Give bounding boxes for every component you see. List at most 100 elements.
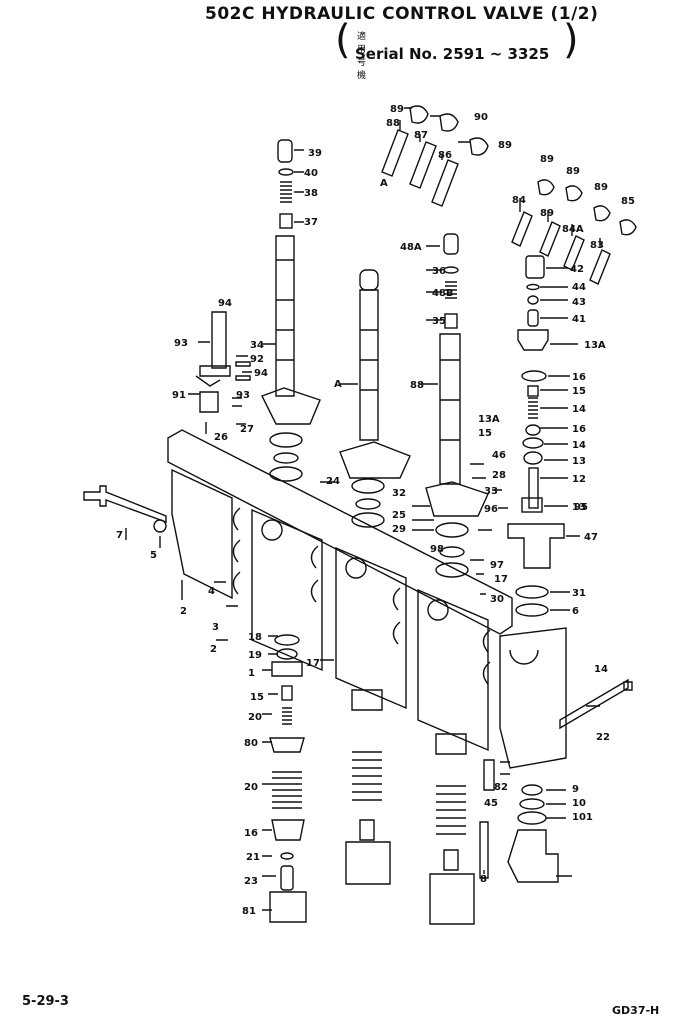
part-36-icon <box>525 424 541 436</box>
end-housing-3-icon <box>171 468 233 600</box>
plug-82-icon <box>483 759 495 791</box>
seal-24-icon <box>435 522 469 538</box>
link-91-92-icon <box>199 391 242 413</box>
callout-9: 9 <box>572 784 579 795</box>
lever-88-icon <box>195 311 231 387</box>
callout-89: 89 <box>566 166 580 177</box>
callout-40: 40 <box>304 168 318 179</box>
callout-14: 14 <box>572 404 586 415</box>
retainer-20b-icon <box>271 819 305 841</box>
callout-80: 80 <box>244 738 258 749</box>
bolt-6-icon <box>83 485 167 524</box>
callout-14: 14 <box>572 440 586 451</box>
callout-89: 89 <box>594 182 608 193</box>
diagram-linework <box>83 105 637 925</box>
callout-2: 2 <box>180 606 187 617</box>
stem-21-icon <box>280 865 294 891</box>
caps-89-group-icon <box>537 179 637 236</box>
spring-15-right-icon <box>445 281 457 299</box>
rods-85-83-icon <box>511 211 611 285</box>
callout-91: 91 <box>172 390 186 401</box>
ring-25-icon <box>439 546 465 558</box>
callout-25: 25 <box>392 510 406 521</box>
plug-39-icon <box>517 329 549 351</box>
callout-28: 28 <box>492 470 506 481</box>
callout-34: 34 <box>250 340 264 351</box>
spring-15-low-icon <box>282 707 292 725</box>
callout-101: 101 <box>572 812 593 823</box>
pins-94-93-icon <box>235 361 251 381</box>
cap-89b-icon <box>469 137 489 156</box>
leader-lines-icon <box>125 107 601 911</box>
callout-89: 89 <box>390 104 404 115</box>
callout-93: 93 <box>174 338 188 349</box>
callout-89: 89 <box>540 208 554 219</box>
cap-90-icon <box>439 113 459 132</box>
page-number: 5-29-3 <box>22 994 69 1009</box>
callout-89: 89 <box>540 154 554 165</box>
oring-10-icon <box>517 811 547 825</box>
cap-23-icon <box>269 891 307 923</box>
spool-13-icon <box>275 235 295 397</box>
callout-43: 43 <box>572 297 586 308</box>
spool-12-end-icon <box>359 269 379 291</box>
rod-86-icon <box>431 159 459 207</box>
washer-icon <box>269 466 303 482</box>
oring-9-icon <box>519 798 545 810</box>
callout-15: 15 <box>572 386 586 397</box>
callout-48b: 48B <box>432 288 454 299</box>
end-13A-right-icon <box>443 233 459 255</box>
callout-3: 3 <box>212 622 219 633</box>
spacer-38-icon <box>527 385 539 397</box>
ring-12-icon <box>355 498 381 510</box>
callout-29: 29 <box>392 524 406 535</box>
spool-13-right-icon <box>439 333 461 485</box>
ring-18-low-icon <box>276 648 298 660</box>
ring-44-icon <box>526 283 540 291</box>
callout-84a: 84A <box>562 224 584 235</box>
callout-18: 18 <box>248 632 262 643</box>
washer-12-icon <box>351 512 385 528</box>
callout-10: 10 <box>572 798 586 809</box>
spring-22-icon <box>272 771 302 809</box>
callout-13a: 13A <box>584 340 606 351</box>
spool-12-icon <box>359 289 379 441</box>
callout-86: 86 <box>438 150 452 161</box>
callout-22: 22 <box>596 732 610 743</box>
callout-2: 2 <box>210 644 217 655</box>
callout-98: 98 <box>430 544 444 555</box>
bracket-plate-icon <box>261 387 321 425</box>
callout-16: 16 <box>572 372 586 383</box>
callout-20: 20 <box>248 712 262 723</box>
orings-5-4-icon <box>232 507 491 685</box>
callout-33: 33 <box>484 486 498 497</box>
sleeve-42-icon <box>525 255 545 279</box>
callout-36: 36 <box>432 266 446 277</box>
section-2b-icon <box>335 546 407 710</box>
callout-27: 27 <box>240 424 254 435</box>
end-13A-icon <box>277 139 293 163</box>
callout-13: 13 <box>572 502 586 513</box>
callout-4: 4 <box>208 586 215 597</box>
callout-1: 1 <box>248 668 255 679</box>
left-paren-icon: ( <box>335 17 351 63</box>
callout-6: 6 <box>572 606 579 617</box>
callout-16: 16 <box>572 424 586 435</box>
spring-37-icon <box>528 397 538 419</box>
cap-89-icon <box>409 105 429 124</box>
callout-16: 16 <box>244 828 258 839</box>
middle-spool-assembly-icon <box>345 689 391 885</box>
ring-35-icon <box>522 437 544 449</box>
callout-94: 94 <box>254 368 268 379</box>
retainer-20-icon <box>269 737 305 753</box>
callout-96: 96 <box>484 504 498 515</box>
callout-a: A <box>380 178 388 189</box>
applicability-label: 適用号機 <box>357 32 369 81</box>
callout-23: 23 <box>244 876 258 887</box>
ring-16-icon <box>278 168 294 176</box>
callout-12: 12 <box>572 474 586 485</box>
bracket-12-icon <box>339 441 411 479</box>
callout-32: 32 <box>392 488 406 499</box>
ball-43-icon <box>527 295 539 305</box>
seat-14-right-icon <box>444 313 458 329</box>
